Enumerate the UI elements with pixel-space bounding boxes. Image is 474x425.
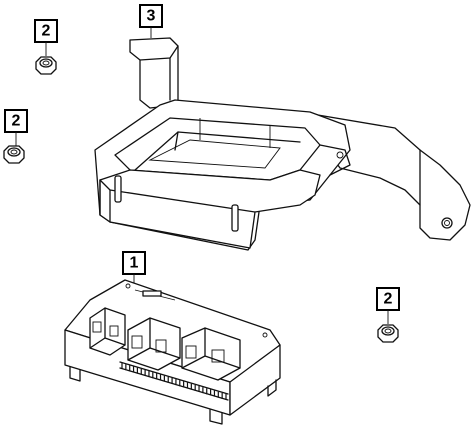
mounting-bracket — [94, 37, 471, 251]
control-module — [64, 279, 281, 425]
callout-nut-mid-left: 2 — [4, 109, 28, 133]
callout-module: 1 — [122, 251, 146, 275]
hex-nut-mid-left — [3, 145, 25, 164]
connector-pin-strip — [121, 363, 227, 400]
callout-module-label: 1 — [130, 255, 139, 272]
callout-nut-top-left: 2 — [34, 19, 58, 43]
callout-nut-right-label: 2 — [384, 291, 393, 308]
callout-bracket: 3 — [139, 4, 163, 28]
callout-bracket-label: 3 — [147, 8, 156, 25]
callout-nut-top-left-label: 2 — [42, 23, 51, 40]
hex-nut-right — [377, 324, 399, 343]
hex-nut-top-left — [35, 56, 57, 75]
callout-nut-mid-left-label: 2 — [12, 113, 21, 130]
callout-nut-right: 2 — [376, 287, 400, 311]
